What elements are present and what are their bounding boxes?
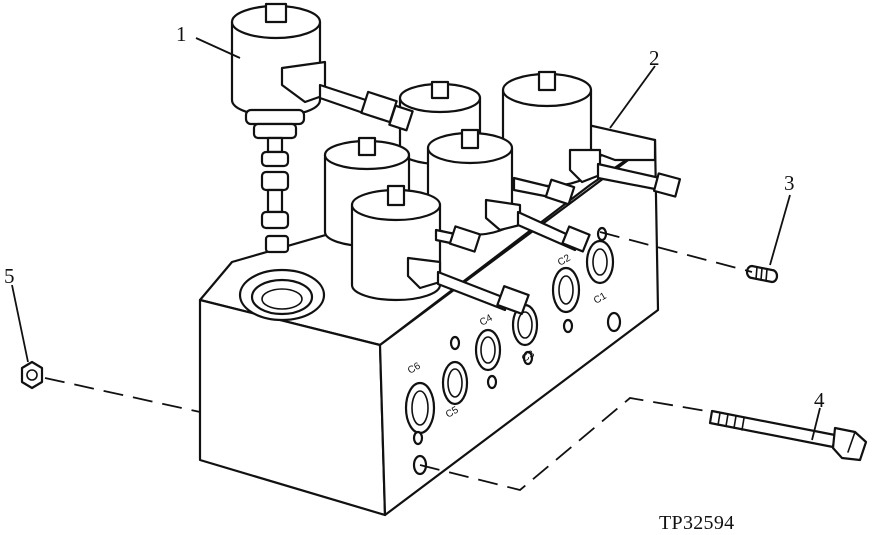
solenoid-valve	[350, 184, 530, 315]
callout-2: 2	[649, 46, 660, 70]
callout-3: 3	[784, 171, 795, 195]
callout-5: 5	[4, 264, 15, 288]
leader-line-5	[11, 284, 29, 363]
cap-screw	[708, 409, 868, 462]
nut	[20, 360, 44, 390]
solenoid-valve	[426, 128, 591, 253]
leader-line-4	[811, 407, 821, 441]
solenoid-valve	[501, 70, 682, 198]
figure-reference: TP32594	[659, 512, 735, 534]
assembly-line	[599, 231, 753, 273]
lifted-solenoid-valve	[230, 2, 414, 254]
leader-line-2	[609, 65, 656, 129]
leader-line-3	[769, 194, 791, 266]
port-group	[404, 226, 622, 476]
leader-line-1	[195, 37, 241, 59]
assembly-line	[419, 397, 713, 491]
callout-4: 4	[814, 388, 825, 412]
plug	[745, 264, 779, 284]
assembly-line	[44, 377, 201, 413]
callout-1: 1	[176, 22, 187, 46]
